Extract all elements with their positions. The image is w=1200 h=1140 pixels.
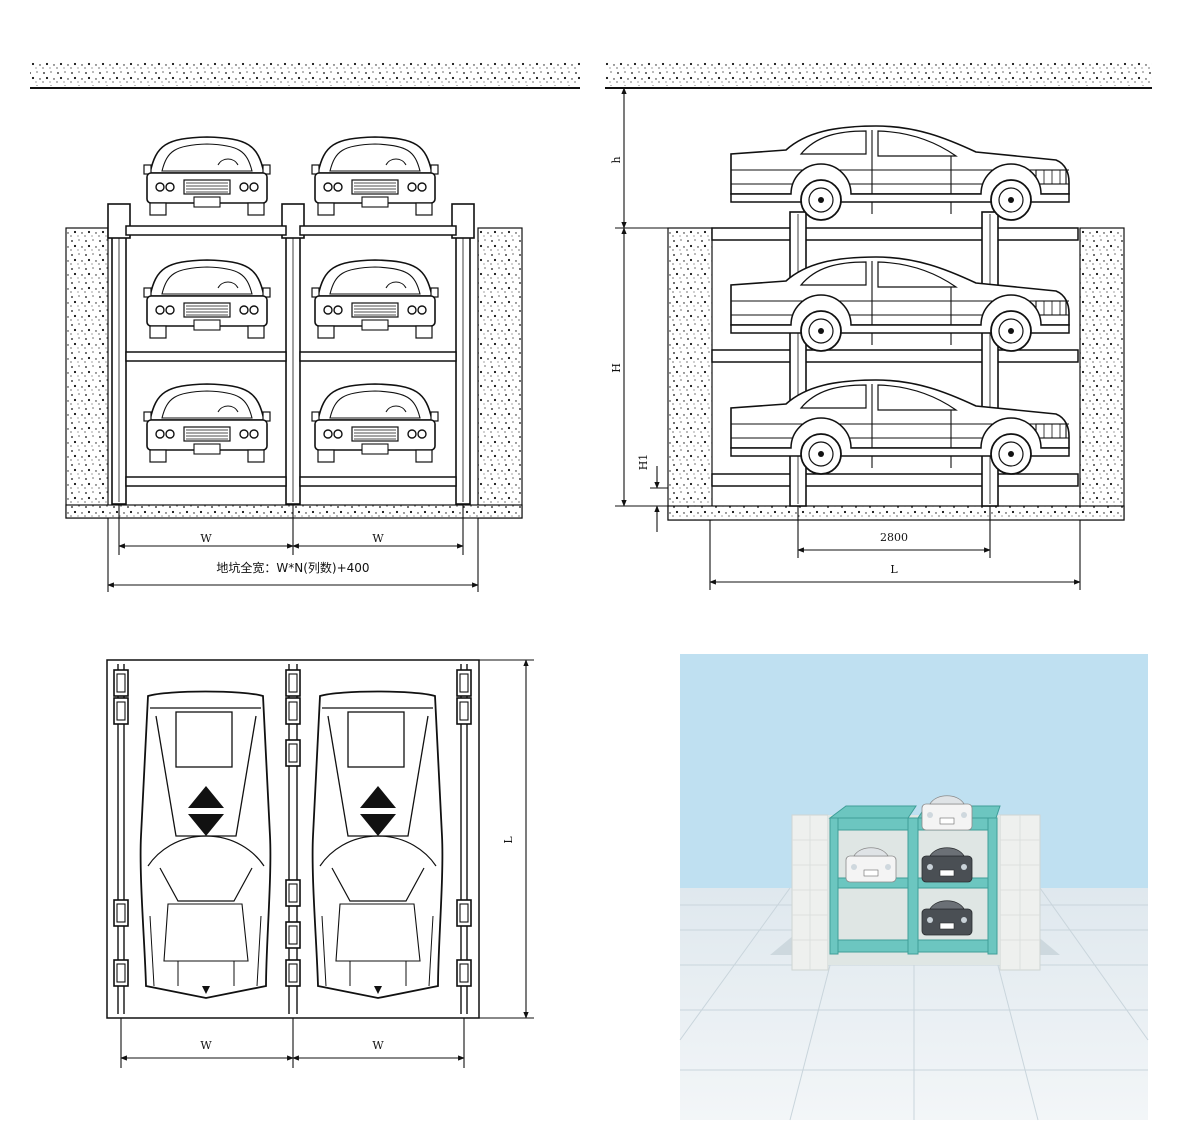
- side-vertical-dimensions: [615, 87, 710, 532]
- dim-label-2800: 2800: [880, 531, 908, 544]
- side-horizontal-dimensions: [709, 506, 1081, 590]
- pit-wall-right: [477, 227, 523, 519]
- pit-wall-left-side: [667, 227, 713, 521]
- car-side-middle: [730, 256, 1070, 352]
- front-dimensions: [107, 505, 479, 592]
- side-elevation-view: h H H1 2800 L: [605, 60, 1152, 590]
- car-top-left: [139, 690, 272, 999]
- frame-columns: [107, 203, 475, 505]
- car-top-right: [311, 690, 444, 999]
- car-front-mid-left: [143, 259, 271, 339]
- dim-label-w-right: W: [372, 532, 384, 545]
- dim-label-pit-width: 地坑全宽：W*N(列数)+400: [216, 560, 369, 575]
- pit-floor: [65, 504, 523, 519]
- dim-label-l-plan: L: [502, 836, 515, 844]
- ground-hatch-side: [605, 60, 1152, 86]
- dim-label-w-plan-right: W: [372, 1039, 384, 1052]
- render-view: [679, 654, 1149, 1121]
- dim-label-h-main: H: [610, 363, 623, 373]
- dim-label-w-plan-left: W: [200, 1039, 212, 1052]
- plan-dimensions: [120, 659, 534, 1068]
- car-front-top-right: [311, 136, 439, 216]
- pallets: [125, 225, 457, 487]
- render-wall-tiles: [792, 815, 1040, 970]
- car-front-top-left: [143, 136, 271, 216]
- ground-hatch: [30, 60, 580, 86]
- car-front-mid-right: [311, 259, 439, 339]
- car-front-bottom-right: [311, 383, 439, 463]
- front-elevation-view: W W 地坑全宽：W*N(列数)+400: [30, 60, 580, 592]
- car-front-bottom-left: [143, 383, 271, 463]
- car-side-bottom: [730, 379, 1070, 475]
- pit-floor-side: [667, 505, 1125, 521]
- plan-view: L W W: [106, 659, 534, 1068]
- dim-label-l-side: L: [890, 563, 898, 576]
- car-side-top: [730, 125, 1070, 221]
- plan-rails: [117, 664, 468, 1014]
- dim-label-w-left: W: [200, 532, 212, 545]
- dim-label-h-top: h: [610, 156, 623, 163]
- pit-wall-left: [65, 227, 109, 519]
- render-frame: [828, 805, 1001, 955]
- pit-wall-right-side: [1079, 227, 1125, 521]
- dim-label-h1: H1: [637, 454, 650, 471]
